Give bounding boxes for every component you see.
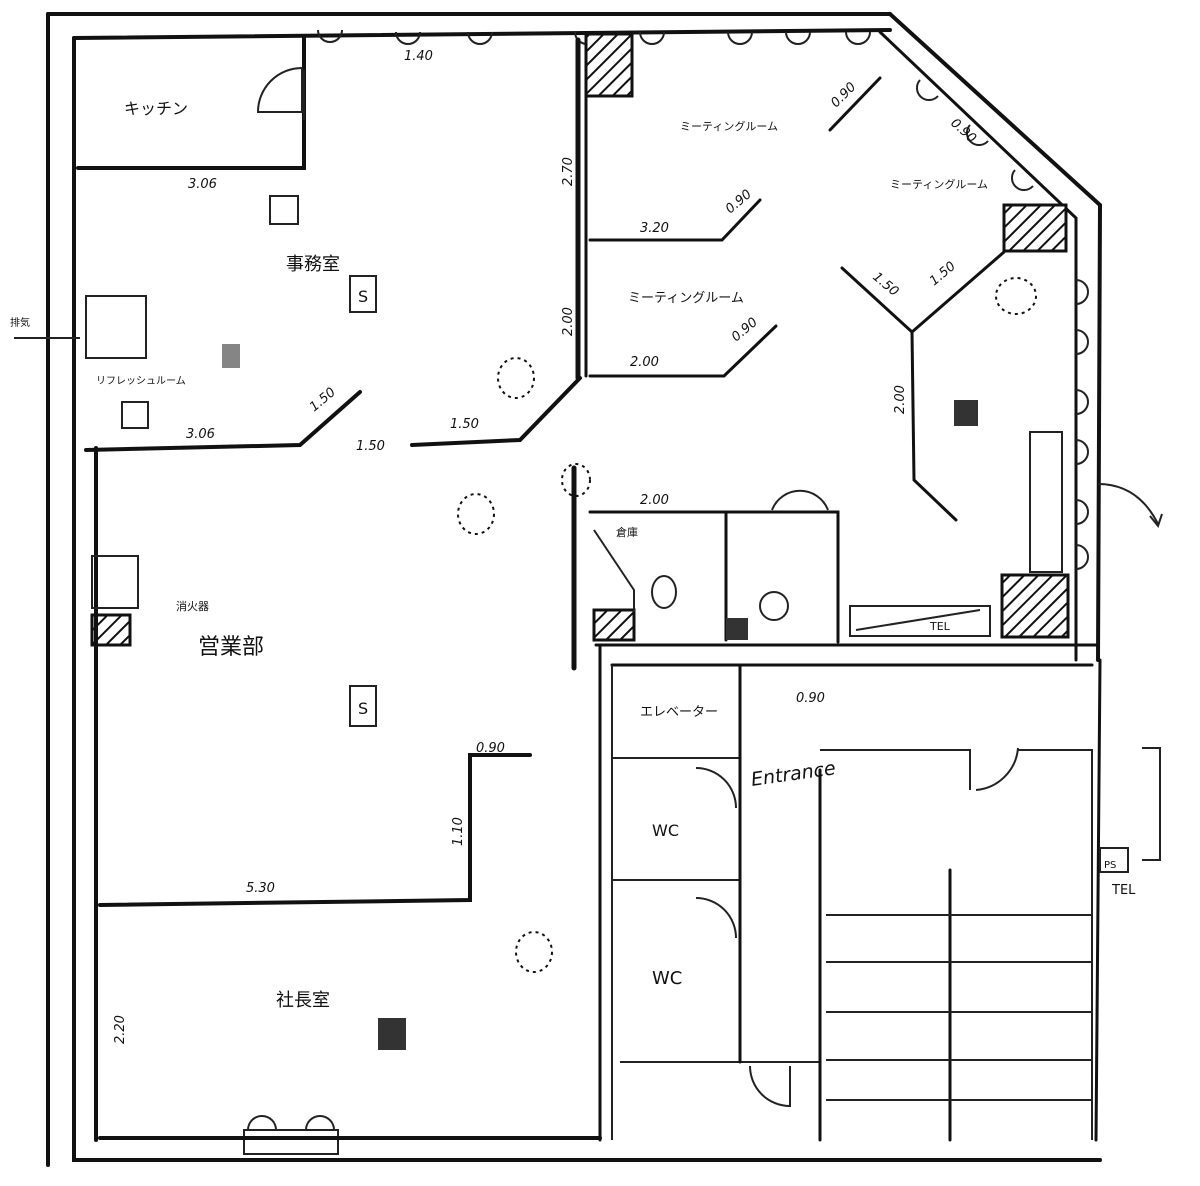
exterior-walls bbox=[46, 12, 1103, 1167]
note-side: 排気 bbox=[10, 316, 30, 329]
interior-walls bbox=[14, 36, 1161, 1142]
dim-president-side: 2.20 bbox=[113, 1015, 128, 1044]
room-meeting-3-label: ミーティングルーム bbox=[890, 177, 988, 191]
room-office-main-label: 営業部 bbox=[198, 635, 264, 660]
dim-diag-1: 1.50 bbox=[356, 439, 385, 454]
dim-m1-bottom: 3.20 bbox=[640, 221, 669, 236]
outlet-upper: S bbox=[358, 287, 368, 306]
ceiling-fixtures bbox=[457, 277, 1037, 973]
room-wc-2-label: WC bbox=[652, 968, 682, 989]
outlet-labels: S S TEL TEL bbox=[349, 275, 1136, 898]
room-kitchen-label: キッチン bbox=[124, 99, 188, 118]
dim-top-a: 1.40 bbox=[404, 49, 433, 64]
dim-m2-vertical: 2.00 bbox=[561, 307, 576, 336]
room-break-label: リフレッシュルーム bbox=[96, 375, 186, 387]
room-elevator-label: エレベーター bbox=[640, 705, 718, 720]
dim-diag-2: 1.50 bbox=[450, 417, 479, 432]
room-meeting-1-label: ミーティングルーム bbox=[680, 119, 778, 133]
dim-m3-vertical: 2.00 bbox=[893, 385, 908, 414]
outlet-president: TEL bbox=[1111, 883, 1136, 898]
room-wc-1-label: WC bbox=[652, 821, 679, 840]
structural-columns bbox=[90, 32, 1070, 647]
fixtures bbox=[85, 195, 978, 1050]
dim-entrance-door: 0.90 bbox=[796, 691, 825, 706]
windows-right bbox=[915, 79, 1089, 570]
dim-m3-diag-b: 1.50 bbox=[927, 259, 959, 289]
note-fire: 消火器 bbox=[176, 599, 209, 613]
dim-m3-diag-a: 1.50 bbox=[869, 270, 901, 300]
dim-main-step: 1.10 bbox=[451, 817, 466, 846]
dim-m1-vertical: 2.70 bbox=[561, 157, 576, 186]
dim-main-bottom: 5.30 bbox=[246, 881, 275, 896]
dim-m2-door: 0.90 bbox=[729, 315, 761, 345]
dim-wc: 2.00 bbox=[640, 493, 669, 508]
room-meeting-2-label: ミーティングルーム bbox=[628, 291, 744, 306]
dim-main-step-top: 0.90 bbox=[476, 741, 505, 756]
room-labels: キッチン 事務室 ミーティングルーム ミーティングルーム ミーティングルーム リ… bbox=[96, 99, 988, 1011]
outlet-main: S bbox=[358, 699, 368, 718]
room-storage-label: 倉庫 bbox=[616, 525, 638, 539]
outlet-wiring: TEL bbox=[929, 620, 951, 633]
dimension-labels: 3.06 3.06 1.50 1.50 1.50 2.70 3.20 0.90 … bbox=[113, 49, 979, 1044]
door-swings bbox=[256, 66, 1163, 1108]
note-stair: PS bbox=[1104, 860, 1116, 871]
room-entrance-label: Entrance bbox=[750, 757, 837, 791]
misc-notes: PS 消火器 排気 bbox=[10, 316, 1116, 871]
dim-kitchen: 3.06 bbox=[188, 177, 217, 192]
room-office-upper-label: 事務室 bbox=[286, 254, 340, 275]
dim-m2-bottom: 2.00 bbox=[630, 355, 659, 370]
windows-top bbox=[243, 29, 871, 1155]
dim-office-bottom: 3.06 bbox=[186, 427, 215, 442]
dim-office-corner: 1.50 bbox=[307, 385, 339, 415]
room-president-label: 社長室 bbox=[276, 990, 330, 1011]
